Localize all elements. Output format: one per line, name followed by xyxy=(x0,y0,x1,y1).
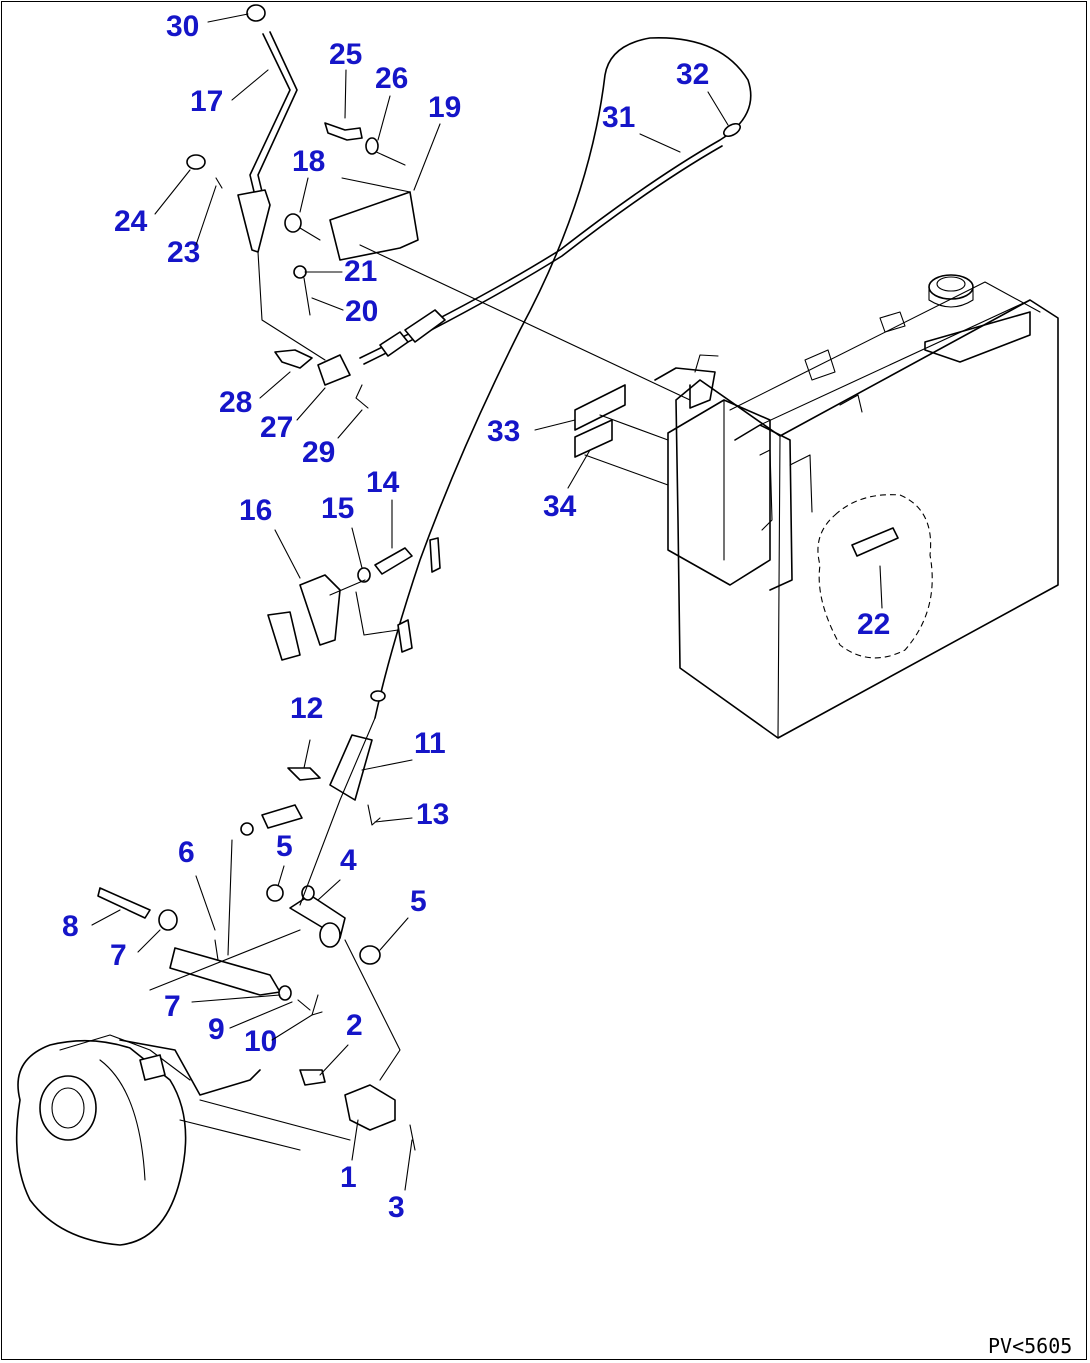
part-label: 33 xyxy=(487,415,520,448)
part-label: 21 xyxy=(344,255,377,288)
part-label: 22 xyxy=(857,608,890,641)
lever-assembly xyxy=(186,4,691,409)
part-label: 14 xyxy=(366,466,400,499)
part-label: 32 xyxy=(676,58,709,91)
part-label: 24 xyxy=(114,205,148,238)
part-label: 4 xyxy=(340,844,357,877)
part-label: 31 xyxy=(602,101,635,134)
part-label: 8 xyxy=(62,910,79,943)
part-label: 13 xyxy=(416,798,449,831)
fuel-tank xyxy=(574,274,1059,739)
part-label: 20 xyxy=(345,295,378,328)
part-label: 27 xyxy=(260,411,293,444)
part-label: 5 xyxy=(276,830,293,863)
part-label: 1 xyxy=(340,1161,357,1194)
part-label: 11 xyxy=(414,727,446,760)
part-label: 26 xyxy=(375,62,408,95)
drawing-code: PV<5605 xyxy=(988,1334,1072,1358)
lower-linkage xyxy=(97,717,416,1151)
part-label: 23 xyxy=(167,236,200,269)
governor-housing xyxy=(15,1034,301,1246)
part-label: 18 xyxy=(292,145,325,178)
part-label: 9 xyxy=(208,1013,225,1046)
part-label: 30 xyxy=(166,10,199,43)
part-labels: 30 17 24 23 25 26 19 18 21 20 32 31 28 2… xyxy=(62,10,890,1224)
part-label: 5 xyxy=(410,885,427,918)
part-label: 17 xyxy=(190,85,223,118)
part-label: 29 xyxy=(302,436,335,469)
part-label: 10 xyxy=(244,1025,277,1058)
part-label: 34 xyxy=(543,490,577,523)
part-label: 25 xyxy=(329,38,362,71)
part-label: 16 xyxy=(239,494,272,527)
part-label: 7 xyxy=(110,939,127,972)
part-label: 6 xyxy=(178,836,195,869)
part-label: 15 xyxy=(321,492,354,525)
part-label: 12 xyxy=(290,692,323,725)
part-label: 7 xyxy=(164,990,181,1023)
part-label: 2 xyxy=(346,1009,363,1042)
control-cable xyxy=(359,37,752,719)
leader-lines xyxy=(91,13,729,1191)
middle-bracket xyxy=(267,547,413,661)
part-label: 3 xyxy=(388,1191,405,1224)
part-label: 28 xyxy=(219,386,252,419)
part-label: 19 xyxy=(428,91,461,124)
